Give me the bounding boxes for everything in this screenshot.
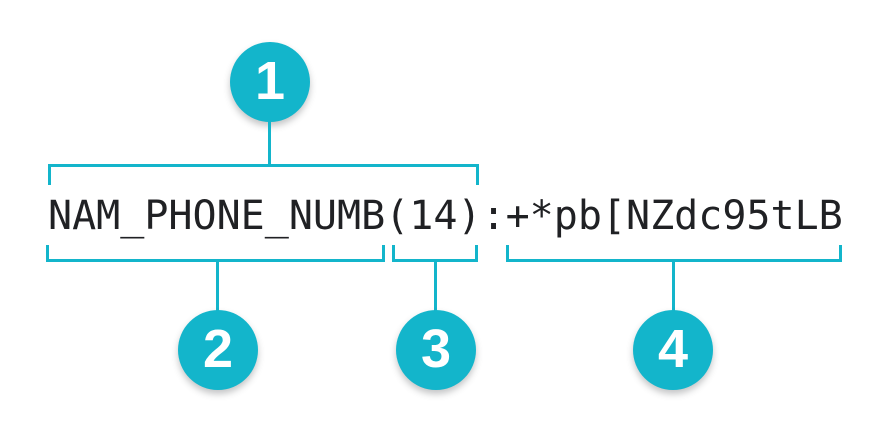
bracket-length: [392, 245, 478, 262]
callout-number-1: 1: [254, 51, 286, 111]
token-separator: :: [481, 193, 506, 239]
token-surrogate-value: +*pb[NZdc95tLB: [505, 193, 843, 239]
bracket-infotype-name: [46, 245, 385, 262]
bracket-infotype-with-length: [48, 164, 479, 185]
bracket-surrogate-value: [506, 245, 842, 262]
callout-circle-2: 2: [178, 310, 258, 390]
callout-4-connector-line: [672, 261, 675, 311]
callout-circle-1: 1: [230, 42, 310, 122]
callout-number-4: 4: [657, 319, 689, 379]
callout-3-connector-line: [434, 261, 437, 311]
callout-number-3: 3: [420, 319, 452, 379]
callout-circle-4: 4: [633, 310, 713, 390]
token-length: (14): [385, 193, 482, 239]
callout-circle-3: 3: [396, 310, 476, 390]
callout-1-connector-line: [268, 121, 271, 165]
callout-number-2: 2: [202, 319, 234, 379]
token-infotype-name: NAM_PHONE_NUMB: [48, 193, 386, 239]
callout-2-connector-line: [216, 261, 219, 311]
token-string: NAM_PHONE_NUMB(14):+*pb[NZdc95tLB: [48, 193, 843, 239]
